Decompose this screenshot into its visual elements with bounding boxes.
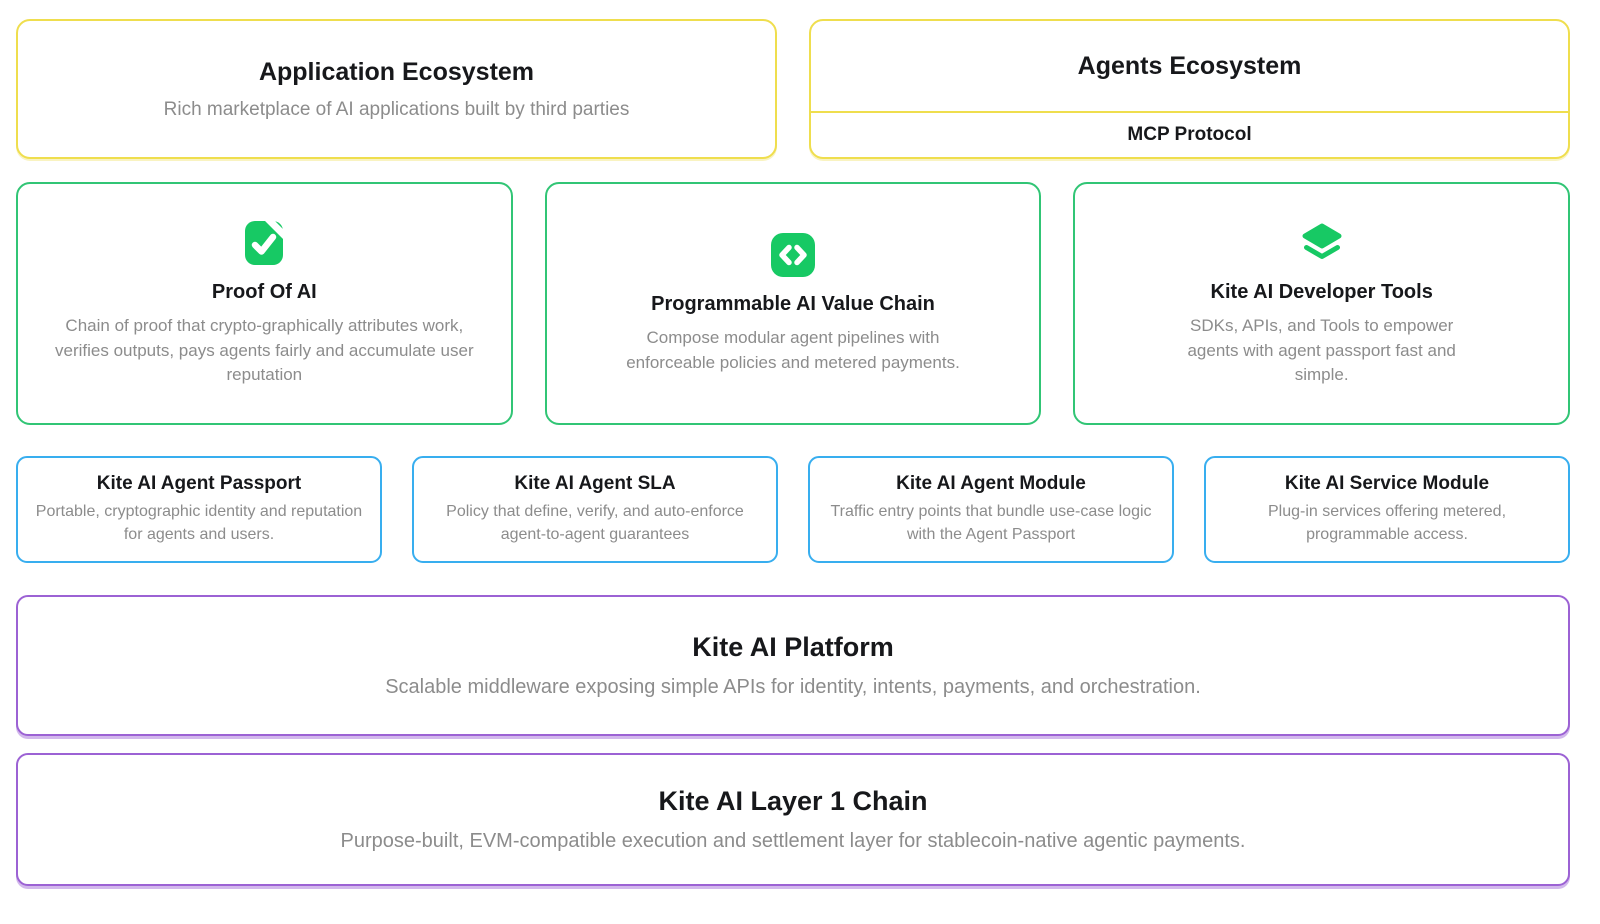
module-title: Kite AI Agent SLA	[514, 472, 676, 494]
proof-of-ai-card: Proof Of AI Chain of proof that crypto-g…	[16, 182, 513, 425]
kite-ai-architecture-diagram: Application Ecosystem Rich marketplace o…	[16, 19, 1571, 886]
agent-module-card: Kite AI Agent Module Traffic entry point…	[808, 456, 1174, 563]
application-ecosystem-title: Application Ecosystem	[258, 57, 535, 86]
layers-icon	[1298, 219, 1346, 267]
feature-title: Kite AI Developer Tools	[1210, 280, 1433, 303]
platform-title: Kite AI Platform	[692, 632, 894, 662]
module-title: Kite AI Service Module	[1284, 472, 1490, 494]
module-description: Policy that define, verify, and auto-enf…	[446, 502, 744, 543]
module-description: Portable, cryptographic identity and rep…	[35, 502, 363, 543]
feature-description: SDKs, APIs, and Tools to empower agents …	[1187, 315, 1456, 385]
feature-description: Chain of proof that crypto-graphically a…	[55, 315, 474, 385]
module-title: Kite AI Agent Module	[896, 472, 1086, 494]
agents-ecosystem-title: Agents Ecosystem	[1077, 51, 1302, 80]
feature-title: Programmable AI Value Chain	[651, 293, 935, 316]
note-check-icon	[240, 215, 292, 267]
module-title: Kite AI Agent Passport	[96, 472, 302, 494]
kite-ai-platform-box: Kite AI Platform Scalable middleware exp…	[16, 595, 1570, 736]
kite-ai-layer1-chain-box: Kite AI Layer 1 Chain Purpose-built, EVM…	[16, 753, 1570, 886]
developer-tools-card: Kite AI Developer Tools SDKs, APIs, and …	[1073, 182, 1571, 425]
feature-description: Compose modular agent pipelines with enf…	[626, 328, 960, 372]
mcp-protocol-label: MCP Protocol	[1127, 124, 1252, 145]
programmable-value-chain-card: Programmable AI Value Chain Compose modu…	[544, 182, 1042, 425]
service-module-card: Kite AI Service Module Plug-in services …	[1204, 456, 1570, 563]
mcp-protocol-bar: MCP Protocol	[811, 113, 1568, 157]
application-ecosystem-box: Application Ecosystem Rich marketplace o…	[16, 19, 777, 159]
agent-sla-card: Kite AI Agent SLA Policy that define, ve…	[412, 456, 778, 563]
agents-ecosystem-header: Agents Ecosystem	[811, 21, 1568, 113]
feature-title: Proof Of AI	[211, 280, 317, 303]
layer1-title: Kite AI Layer 1 Chain	[658, 786, 928, 816]
code-brackets-icon	[769, 231, 817, 279]
module-description: Traffic entry points that bundle use-cas…	[830, 502, 1152, 543]
agents-ecosystem-box: Agents Ecosystem MCP Protocol	[809, 19, 1570, 159]
ecosystem-row: Application Ecosystem Rich marketplace o…	[16, 19, 1570, 159]
module-row: Kite AI Agent Passport Portable, cryptog…	[16, 456, 1570, 563]
agent-passport-card: Kite AI Agent Passport Portable, cryptog…	[16, 456, 382, 563]
layer1-subtitle: Purpose-built, EVM-compatible execution …	[340, 830, 1246, 852]
platform-subtitle: Scalable middleware exposing simple APIs…	[385, 676, 1201, 698]
feature-row: Proof Of AI Chain of proof that crypto-g…	[16, 182, 1571, 425]
module-description: Plug-in services offering metered, progr…	[1267, 502, 1507, 543]
application-ecosystem-subtitle: Rich marketplace of AI applications buil…	[163, 98, 630, 120]
